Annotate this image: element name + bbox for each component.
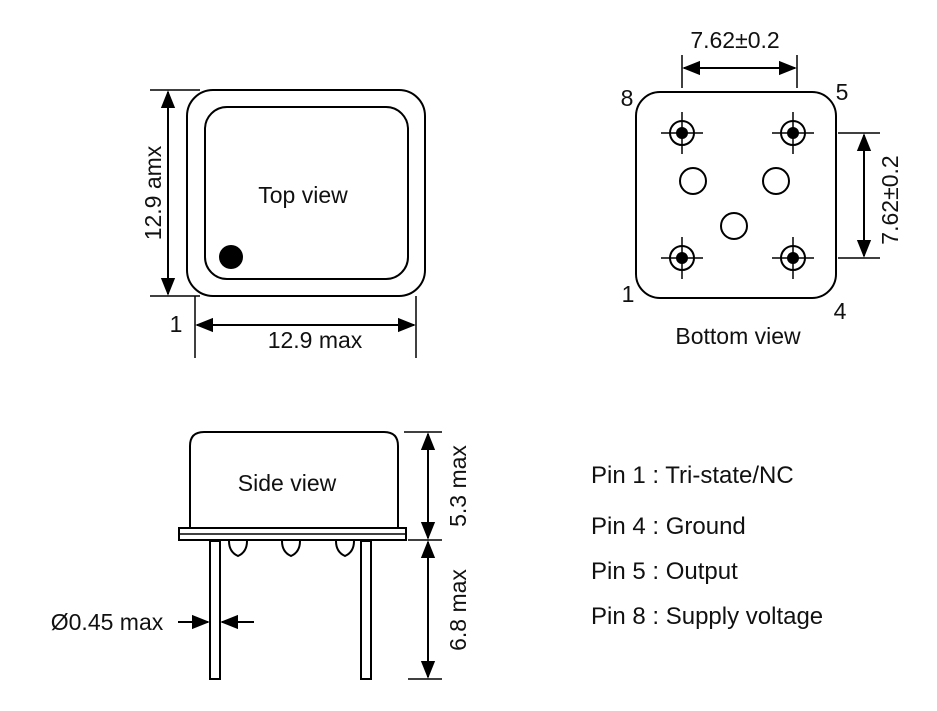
bottom-view-title: Bottom view xyxy=(675,323,801,349)
pin-4-pad xyxy=(772,237,814,279)
bottom-view-pin-4-label: 4 xyxy=(834,298,847,324)
bottom-view-outline xyxy=(635,91,837,299)
top-view-outer-outline xyxy=(186,89,426,297)
side-view-standoff-middle xyxy=(281,540,301,558)
bottom-view-pin-5-label: 5 xyxy=(836,79,849,105)
pin-5-pad xyxy=(772,112,814,154)
bottom-view-pitch-top-label: 7.62±0.2 xyxy=(690,27,779,53)
pin-list-item: Pin 8 : Supply voltage xyxy=(591,603,823,630)
top-view-inner-outline xyxy=(204,106,409,280)
side-view-body xyxy=(189,431,399,528)
bottom-view-pin-8-label: 8 xyxy=(621,85,634,111)
pin-list-item: Pin 1 : Tri-state/NC xyxy=(591,462,794,489)
side-view-lead-length-label: 6.8 max xyxy=(445,569,471,651)
side-view-lead-right xyxy=(360,540,372,680)
top-view: Top view 12.9 amx 12.9 max 1 xyxy=(140,89,426,358)
pin1-marker-dot xyxy=(219,245,243,269)
side-view-standoff-left xyxy=(228,540,248,558)
pin-list: Pin 1 : Tri-state/NC Pin 4 : Ground Pin … xyxy=(591,462,823,630)
side-view: Side view 5.3 max 6.8 max Ø0.45 max xyxy=(51,431,471,680)
pin-list-item: Pin 4 : Ground xyxy=(591,513,746,540)
standoff-circle-right xyxy=(762,167,790,195)
top-view-width-label: 12.9 max xyxy=(268,327,363,353)
side-view-lead-left xyxy=(209,540,221,680)
bottom-view-pitch-right-label: 7.62±0.2 xyxy=(877,155,903,244)
standoff-circle-left xyxy=(679,167,707,195)
top-view-pin1-label: 1 xyxy=(170,311,183,337)
top-view-height-label: 12.9 amx xyxy=(140,145,166,240)
side-view-standoff-right xyxy=(335,540,355,558)
bottom-view: 7.62±0.2 7.62±0.2 8 5 1 4 Bottom view xyxy=(621,27,903,349)
bottom-view-pin-1-label: 1 xyxy=(622,281,635,307)
side-view-body-height-label: 5.3 max xyxy=(445,445,471,527)
pin-list-item: Pin 5 : Output xyxy=(591,558,738,585)
pin-8-pad xyxy=(661,112,703,154)
side-view-lead-diameter-label: Ø0.45 max xyxy=(51,609,164,635)
pin-1-pad xyxy=(661,237,703,279)
side-view-title: Side view xyxy=(238,470,337,496)
standoff-circle-center xyxy=(720,212,748,240)
top-view-title: Top view xyxy=(258,182,348,208)
